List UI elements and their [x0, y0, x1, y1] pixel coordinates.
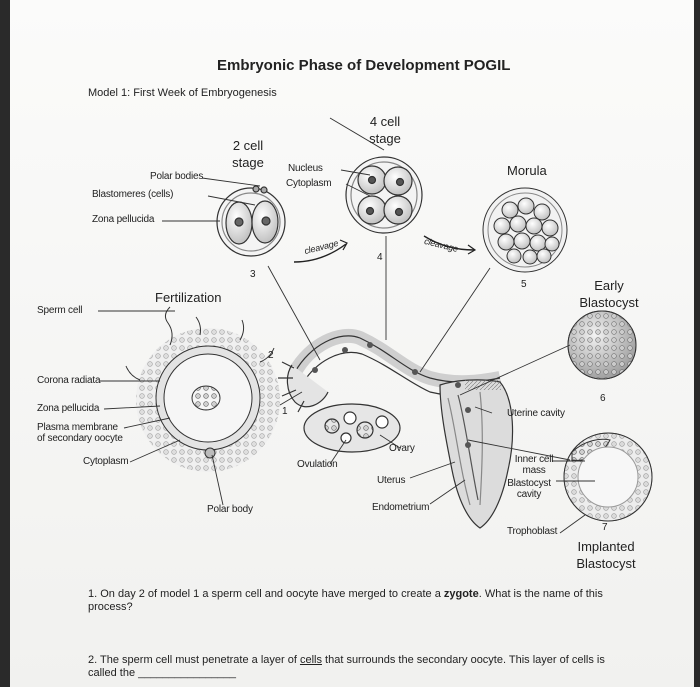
polar-body-label: Polar body [207, 504, 253, 515]
worksheet-page: Embryonic Phase of Development POGIL Mod… [10, 0, 694, 687]
four-cell-embryo [345, 156, 423, 234]
inner-cell-mass-label: Inner cell mass [514, 454, 554, 476]
uterus-label: Uterus [377, 475, 406, 486]
two-cell-stage-label: 2 cell stage [232, 138, 264, 170]
zona-pellucida-top-label: Zona pellucida [92, 214, 155, 225]
question-1-text-before: 1. On day 2 of model 1 a sperm cell and … [88, 588, 444, 600]
leader-lines [98, 117, 595, 534]
endometrium-label: Endometrium [372, 502, 430, 513]
day-number-2: 2 [268, 350, 274, 361]
model-heading: Model 1: First Week of Embryogenesis [88, 87, 277, 99]
uterine-tube-and-ovary [278, 328, 514, 529]
cytoplasm-top-label: Cytoplasm [286, 178, 332, 189]
nucleus-label: Nucleus [288, 163, 323, 174]
day-number-6: 6 [600, 393, 606, 404]
embryogenesis-diagram [98, 117, 653, 534]
worksheet-title: Embryonic Phase of Development POGIL [217, 57, 511, 74]
four-cell-stage-label: 4 cell stage [369, 114, 401, 146]
fertilization-label: Fertilization [155, 290, 222, 305]
sperm-cell-label: Sperm cell [37, 305, 83, 316]
day-number-1: 1 [282, 406, 288, 417]
uterine-cavity-label: Uterine cavity [507, 408, 565, 419]
day-number-4: 4 [377, 252, 383, 263]
question-1-text-after: . What is the name of this process? [88, 588, 603, 613]
blastomeres-label: Blastomeres (cells) [92, 189, 174, 200]
tract-position-dots [312, 342, 471, 448]
polar-bodies-label: Polar bodies [150, 171, 204, 182]
question-2-answer-blank[interactable]: ________________ [138, 667, 237, 679]
implanted-blastocyst-label: Implanted Blastocyst [576, 539, 636, 571]
fertilization-oocyte [125, 306, 280, 472]
morula-label: Morula [507, 163, 547, 178]
question-2-underlined-term: cells [299, 654, 322, 666]
cleavage-arrows [293, 235, 477, 263]
morula [482, 187, 568, 273]
ovulation-label: Ovulation [297, 459, 338, 470]
cytoplasm-label: Cytoplasm [83, 456, 129, 467]
blastocyst-cavity-label: Blastocyst cavity [507, 478, 551, 500]
day-number-3: 3 [250, 269, 256, 280]
ovary-label: Ovary [389, 443, 415, 454]
plasma-membrane-label: Plasma membrane of secondary oocyte [37, 422, 123, 444]
question-2: 2. The sperm cell must penetrate a layer… [88, 654, 608, 680]
trophoblast-label: Trophoblast [507, 526, 558, 537]
zona-pellucida-label: Zona pellucida [37, 403, 100, 414]
question-1: 1. On day 2 of model 1 a sperm cell and … [88, 588, 608, 614]
day-number-7: 7 [602, 522, 608, 533]
day-number-5: 5 [521, 279, 527, 290]
implanted-blastocyst [563, 432, 653, 522]
early-blastocyst-label: Early Blastocyst [579, 278, 639, 310]
question-2-text-after: that surrounds the secondary oocyte. Thi… [88, 654, 605, 679]
early-blastocyst [567, 310, 637, 380]
question-2-text-before: 2. The sperm cell must penetrate a layer… [88, 654, 300, 666]
corona-radiata-label: Corona radiata [37, 375, 101, 386]
question-1-bold-term: zygote [443, 588, 479, 600]
two-cell-embryo [216, 185, 286, 257]
